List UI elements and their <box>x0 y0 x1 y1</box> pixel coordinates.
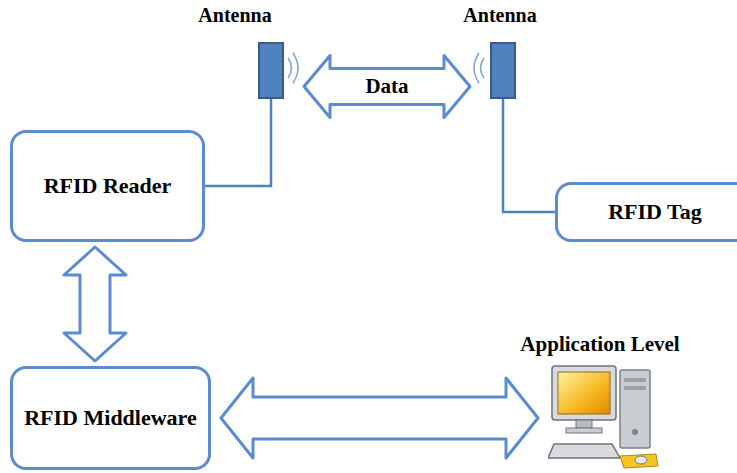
node-label: RFID Reader <box>44 173 172 198</box>
edge-label: Data <box>365 74 408 99</box>
double-arrow <box>304 56 470 118</box>
antenna: Antenna <box>180 4 290 101</box>
node-label: RFID Tag <box>608 199 702 224</box>
node-label: RFID Middleware <box>24 405 197 430</box>
antenna-square <box>258 42 284 99</box>
tag-box: RFID Tag <box>555 182 737 242</box>
node-label: Application Level <box>470 332 730 356</box>
antenna: Antenna <box>450 4 550 101</box>
computer-icon <box>548 362 660 470</box>
double-arrow <box>64 247 126 361</box>
node-label: Antenna <box>180 4 290 27</box>
reader-box: RFID Reader <box>10 130 205 242</box>
application-computer: Application Level <box>470 332 730 472</box>
antenna-wire <box>503 99 555 212</box>
middleware-box: RFID Middleware <box>10 366 211 470</box>
antenna-wire <box>205 99 271 186</box>
antenna-square <box>490 42 516 99</box>
node-label: Antenna <box>450 4 550 27</box>
double-arrow <box>221 378 538 458</box>
